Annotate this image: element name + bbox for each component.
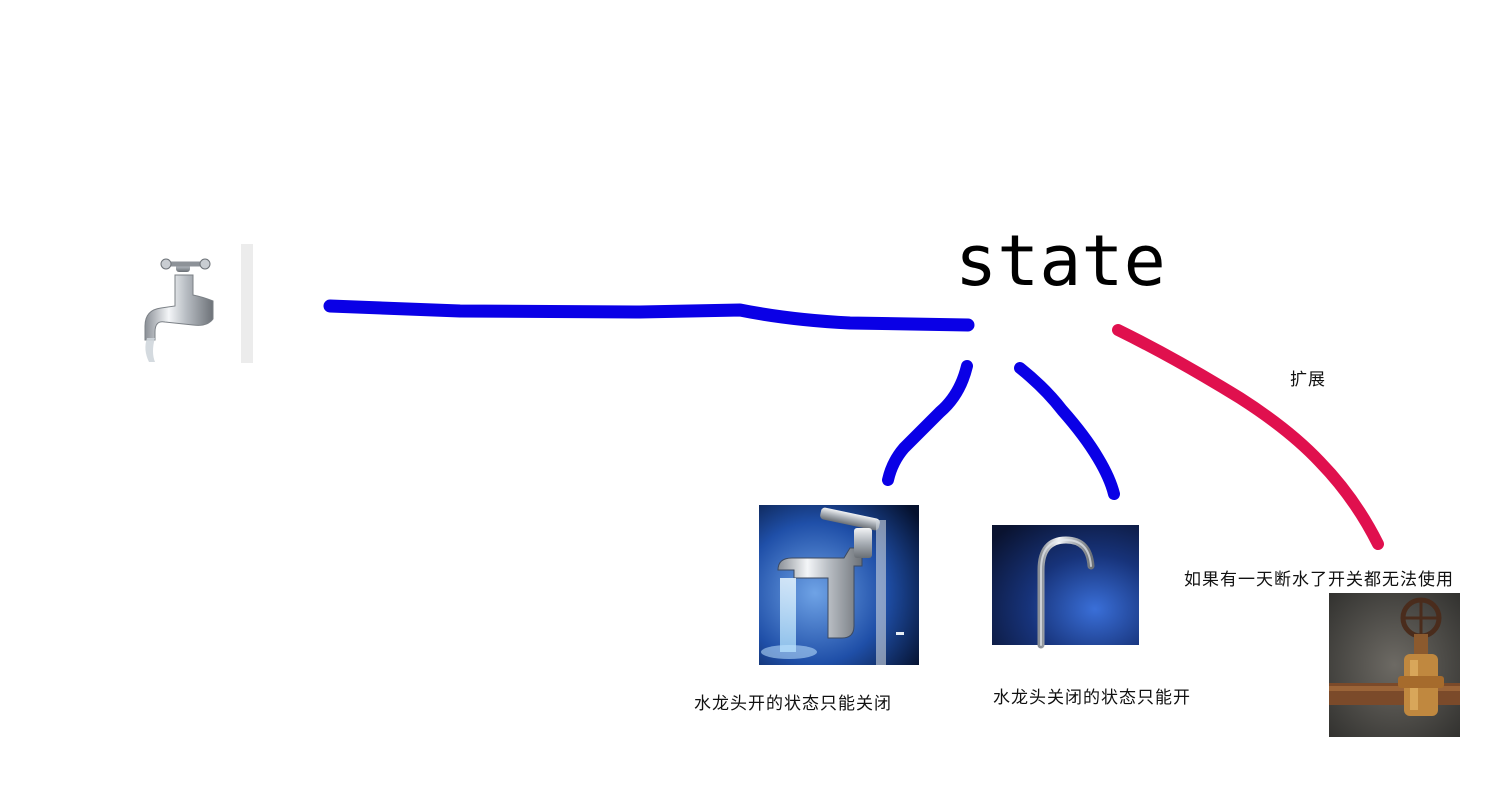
faucet-icon	[144, 244, 253, 363]
extension-label: 扩展	[1290, 370, 1326, 390]
rusty-valve-photo	[1329, 593, 1460, 737]
state-label: state	[955, 220, 1166, 302]
closed-faucet-caption: 水龙头关闭的状态只能开	[993, 688, 1191, 708]
main-connector	[323, 299, 975, 332]
open-faucet-caption: 水龙头开的状态只能关闭	[694, 694, 892, 714]
connector-extension	[1112, 324, 1384, 550]
connector-closed	[1014, 362, 1120, 500]
closed-faucet-photo	[992, 525, 1139, 649]
broken-supply-caption: 如果有一天断水了开关都无法使用	[1184, 570, 1454, 590]
connector-open	[882, 360, 973, 486]
open-faucet-photo	[759, 505, 919, 665]
